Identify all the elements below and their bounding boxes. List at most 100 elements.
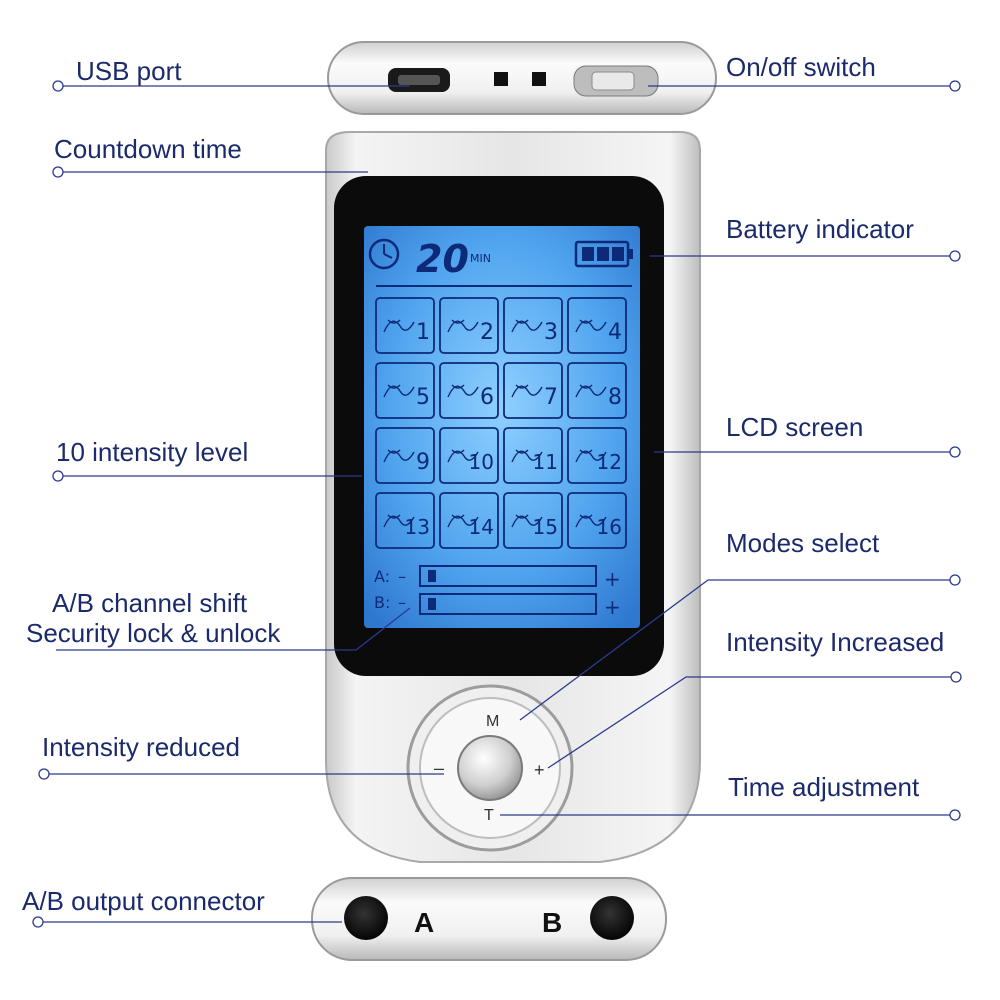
label-on-off-switch: On/off switch [726, 52, 876, 82]
label-lcd-screen: LCD screen [726, 412, 864, 442]
mode-cell: 15 [503, 492, 563, 549]
connector-b-label: B [542, 907, 562, 938]
mode-cell-frame [375, 297, 435, 354]
mode-pictogram-icon [383, 319, 415, 333]
mode-pictogram-icon [383, 514, 415, 528]
mode-pictogram-icon [447, 319, 479, 333]
channel-b-plus: + [604, 595, 621, 619]
mode-cell: 2 [439, 297, 499, 354]
mode-number: 5 [416, 385, 430, 410]
label-battery-indicator: Battery indicator [726, 214, 914, 244]
mode-cell: 16 [567, 492, 627, 549]
mode-number: 12 [597, 450, 622, 474]
mode-cell-frame [567, 492, 627, 549]
mode-cell-frame [439, 427, 499, 484]
mode-cell-frame [567, 362, 627, 419]
top-edge-panel [327, 41, 717, 115]
mode-pictogram-icon [511, 449, 543, 463]
mode-cell-frame [439, 297, 499, 354]
mode-cell: 8 [567, 362, 627, 419]
mode-number: 14 [469, 515, 494, 539]
mode-cell-frame [439, 362, 499, 419]
control-pad: M – + T [406, 684, 574, 852]
channel-b-label: B: [374, 593, 390, 612]
output-jack-a[interactable] [344, 896, 388, 940]
mode-number: 8 [608, 385, 622, 410]
channel-a-intensity-bar [419, 565, 597, 587]
mode-pictogram-icon [383, 449, 415, 463]
mode-number: 9 [416, 450, 430, 475]
leader-endpoints [32, 80, 962, 928]
timer-value: 20 [416, 237, 469, 281]
mode-cell-frame [439, 492, 499, 549]
battery-icon [574, 240, 633, 268]
mode-pictogram-icon [575, 384, 607, 398]
label-usb-port: USB port [76, 56, 182, 86]
mode-cell: 1 [375, 297, 435, 354]
mode-number: 6 [480, 385, 494, 410]
bottom-connector-panel: A B [311, 877, 667, 961]
mode-cell: 7 [503, 362, 563, 419]
channel-a-label: A: [374, 567, 390, 586]
mode-cell-frame [375, 362, 435, 419]
channel-a-minus: – [398, 567, 406, 586]
mode-pictogram-icon [383, 384, 415, 398]
mode-number: 7 [544, 385, 558, 410]
mode-cell: 11 [503, 427, 563, 484]
mode-number: 4 [608, 320, 622, 345]
mode-pictogram-icon [575, 514, 607, 528]
mode-cell: 10 [439, 427, 499, 484]
label-security-lock: Security lock & unlock [26, 618, 281, 648]
mode-number: 13 [405, 515, 430, 539]
mode-pictogram-icon [447, 384, 479, 398]
channel-b-minus: – [398, 593, 406, 612]
mode-number: 10 [469, 450, 494, 474]
connector-a-label: A [414, 907, 434, 938]
label-output-connector: A/B output connector [22, 886, 265, 916]
mode-cell: 4 [567, 297, 627, 354]
label-intensity-reduced: Intensity reduced [42, 732, 241, 762]
indicator-light-2 [532, 72, 546, 86]
mode-cell-frame [567, 427, 627, 484]
mode-pictogram-icon [511, 319, 543, 333]
mode-pictogram-icon [575, 319, 607, 333]
lcd-screen [364, 226, 640, 628]
mode-cell: 5 [375, 362, 435, 419]
mode-cell-frame [375, 427, 435, 484]
channel-b-intensity-bar [419, 593, 597, 615]
mode-cell: 3 [503, 297, 563, 354]
label-intensity-level: 10 intensity level [56, 437, 249, 467]
mode-cell: 13 [375, 492, 435, 549]
label-modes-select: Modes select [726, 528, 880, 558]
mode-button[interactable]: M [486, 713, 499, 730]
mode-cell-frame [375, 492, 435, 549]
mode-pictogram-icon [511, 514, 543, 528]
indicator-light-1 [494, 72, 508, 86]
timer-unit: MIN [470, 252, 491, 265]
center-button[interactable] [457, 735, 523, 801]
label-time-adjustment: Time adjustment [728, 772, 920, 802]
mode-cell: 14 [439, 492, 499, 549]
mode-number: 15 [533, 515, 558, 539]
output-jack-b[interactable] [590, 896, 634, 940]
mode-number: 16 [597, 515, 622, 539]
label-channel-shift: A/B channel shift [52, 588, 248, 618]
device-body [325, 131, 701, 863]
mode-pictogram-icon [447, 449, 479, 463]
minus-button[interactable]: – [434, 758, 444, 778]
mode-pictogram-icon [511, 384, 543, 398]
clock-icon [368, 238, 400, 270]
mode-number: 3 [544, 320, 558, 345]
mode-cell: 9 [375, 427, 435, 484]
label-countdown-time: Countdown time [54, 134, 242, 164]
mode-cell: 12 [567, 427, 627, 484]
mode-number: 1 [416, 320, 430, 345]
time-button[interactable]: T [484, 807, 494, 824]
mode-cell: 6 [439, 362, 499, 419]
mode-cell-frame [503, 427, 563, 484]
mode-cell-frame [567, 297, 627, 354]
plus-button[interactable]: + [534, 760, 545, 780]
mode-pictogram-icon [447, 514, 479, 528]
